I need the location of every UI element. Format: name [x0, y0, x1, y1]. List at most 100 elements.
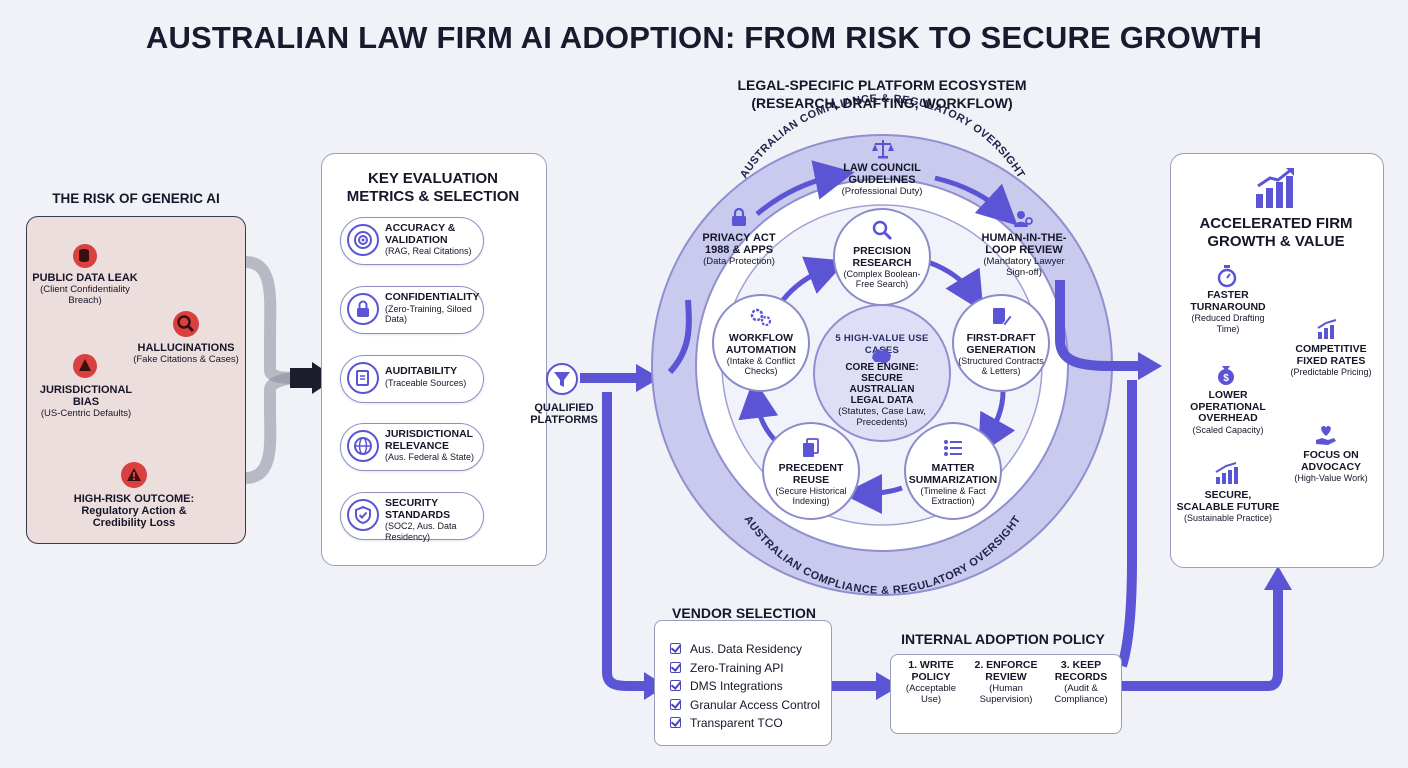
risk-item-jurisdictional-bias: JURISDICTIONAL BIAS (US-Centric Defaults… [28, 384, 144, 419]
ecosystem-heading: LEGAL-SPECIFIC PLATFORM ECOSYSTEM (RESEA… [737, 77, 1027, 111]
usecase-label: WORKFLOW AUTOMATION [725, 332, 797, 356]
metric-sub: (Aus. Federal & State) [385, 452, 475, 462]
policy-step-sub: (Acceptable Use) [905, 683, 957, 705]
policy-step-sub: (Audit & Compliance) [1054, 683, 1108, 705]
magnifier-error-icon [173, 311, 199, 337]
metric-security-standards: SECURITY STANDARDS(SOC2, Aus. Data Resid… [340, 492, 484, 542]
target-icon [347, 224, 379, 256]
growth-item-focus-advocacy: FOCUS ON ADVOCACY (High-Value Work) [1284, 449, 1378, 484]
gears-icon [750, 308, 772, 327]
policy-step-label: 1. WRITE POLICY [908, 659, 954, 683]
outer-item-human-review: HUMAN-IN-THE-LOOP REVIEW (Mandatory Lawy… [972, 232, 1076, 278]
growth-item-label: FOCUS ON ADVOCACY [1300, 449, 1362, 473]
person-review-icon [1014, 211, 1033, 227]
outer-item-sub: (Data Protection) [703, 256, 775, 267]
documents-icon [803, 438, 819, 457]
core-engine: CORE ENGINE: SECURE AUSTRALIAN LEGAL DAT… [832, 362, 932, 428]
policy-step-label: 2. ENFORCE REVIEW [974, 659, 1038, 683]
policy-panel [890, 654, 1122, 734]
growth-chart-icon [1215, 462, 1238, 484]
usecase-first-draft: FIRST-DRAFT GENERATION (Structured Contr… [952, 294, 1050, 392]
risk-heading: THE RISK OF GENERIC AI [52, 191, 220, 206]
list-icon [944, 440, 962, 456]
growth-item-sub: (Predictable Pricing) [1290, 367, 1372, 377]
australia-map-icon [872, 348, 891, 364]
outer-item-sub: (Professional Duty) [841, 186, 923, 197]
checkbox-icon [670, 717, 681, 728]
vendor-panel [654, 620, 832, 746]
metric-label: CONFIDENTIALITY [385, 291, 480, 303]
outer-item-law-council: LAW COUNCIL GUIDELINES (Professional Dut… [832, 162, 932, 197]
growth-item-sub: (Reduced Drafting Time) [1191, 313, 1265, 334]
growth-item-label: FASTER TURNAROUND [1190, 289, 1266, 313]
metrics-heading: KEY EVALUATION METRICS & SELECTION [346, 170, 520, 205]
policy-step-sub: (Human Supervision) [979, 683, 1033, 705]
risk-item-sub: (US-Centric Defaults) [40, 408, 132, 419]
risk-panel [26, 216, 246, 544]
usecase-precision-research: PRECISION RESEARCH (Complex Boolean-Free… [833, 208, 931, 306]
vendor-item: Granular Access Control [670, 696, 830, 715]
growth-item-sub: (Sustainable Practice) [1183, 513, 1273, 523]
lock-icon [732, 207, 746, 226]
vendor-item: Transparent TCO [670, 714, 830, 733]
risk-item-hallucinations: HALLUCINATIONS (Fake Citations & Cases) [130, 342, 242, 365]
search-icon [872, 220, 893, 241]
outer-item-sub: (Mandatory Lawyer Sign-off) [983, 256, 1065, 278]
metric-label: ACCURACY & VALIDATION [385, 222, 456, 246]
growth-item-label: COMPETITIVE FIXED RATES [1295, 343, 1367, 367]
risk-item-label: HALLUCINATIONS [137, 342, 235, 354]
growth-heading: ACCELERATED FIRM GROWTH & VALUE [1199, 215, 1353, 250]
svg-text:$: $ [1223, 373, 1229, 384]
document-pen-icon [993, 308, 1013, 327]
risk-item-sub: (Client Confidentiality Breach) [40, 284, 130, 306]
usecase-label: FIRST-DRAFT GENERATION [966, 332, 1036, 356]
metric-sub: (SOC2, Aus. Data Residency) [385, 521, 457, 542]
usecase-sub: (Intake & Conflict Checks) [726, 356, 796, 376]
scales-icon [872, 140, 894, 159]
page-title: AUSTRALIAN LAW FIRM AI ADOPTION: FROM RI… [145, 20, 1263, 55]
usecase-label: PRECISION RESEARCH [852, 245, 912, 269]
growth-item-faster-turnaround: FASTER TURNAROUND (Reduced Drafting Time… [1182, 289, 1274, 334]
document-edit-icon [347, 362, 379, 394]
policy-step-write: 1. WRITE POLICY (Acceptable Use) [896, 659, 966, 705]
metric-sub: (Traceable Sources) [385, 377, 467, 388]
usecase-sub: (Complex Boolean-Free Search) [843, 269, 921, 289]
core-label: CORE ENGINE: SECURE AUSTRALIAN LEGAL DAT… [845, 362, 919, 406]
metric-label: AUDITABILITY [385, 365, 458, 377]
stopwatch-icon [1217, 265, 1237, 288]
outer-item-label: HUMAN-IN-THE-LOOP REVIEW [981, 232, 1067, 256]
risk-item-public-data-leak: PUBLIC DATA LEAK (Client Confidentiality… [30, 272, 140, 306]
growth-item-sub: (High-Value Work) [1294, 473, 1368, 483]
checkbox-icon [670, 698, 681, 710]
risk-item-label: HIGH-RISK OUTCOME: [73, 493, 195, 505]
policy-heading: INTERNAL ADOPTION POLICY [901, 631, 1105, 647]
growth-panel [1170, 153, 1384, 568]
database-warning-icon [73, 244, 97, 268]
usecase-label: MATTER SUMMARIZATION [908, 462, 998, 486]
chart-up-icon [1317, 319, 1337, 339]
checkbox-icon [670, 643, 681, 654]
policy-step-enforce: 2. ENFORCE REVIEW (Human Supervision) [970, 659, 1042, 705]
metric-accuracy: ACCURACY & VALIDATION(RAG, Real Citation… [340, 217, 484, 265]
qualified-platforms-label: QUALIFIED PLATFORMS [530, 402, 598, 426]
use-cases-label: 5 HIGH-VALUE USE CASES [835, 333, 929, 356]
risk-item-label: JURISDICTIONAL BIAS [39, 384, 133, 408]
checkbox-icon [670, 661, 681, 673]
usecase-workflow-automation: WORKFLOW AUTOMATION (Intake & Conflict C… [712, 294, 810, 392]
funnel-icon [546, 363, 578, 395]
metric-auditability: AUDITABILITY(Traceable Sources) [340, 355, 484, 403]
metric-label: SECURITY STANDARDS [385, 497, 451, 521]
growth-item-secure-future: SECURE, SCALABLE FUTURE (Sustainable Pra… [1176, 489, 1280, 524]
checkbox-icon [670, 680, 681, 691]
vendor-item: Zero-Training API [670, 659, 830, 678]
core-sub: (Statutes, Case Law, Precedents) [838, 406, 926, 428]
risk-item-sub: (Fake Citations & Cases) [133, 354, 239, 365]
growth-item-sub: (Scaled Capacity) [1192, 424, 1264, 435]
usecase-sub: (Structured Contracts & Letters) [958, 356, 1044, 376]
policy-step-label: 3. KEEP RECORDS [1054, 659, 1108, 683]
warning-triangle-icon [121, 462, 147, 488]
metric-confidentiality: CONFIDENTIALITY(Zero-Training, Siloed Da… [340, 286, 484, 334]
money-bag-icon: $ [1218, 366, 1234, 385]
usecase-sub: (Timeline & Fact Extraction) [920, 486, 986, 506]
